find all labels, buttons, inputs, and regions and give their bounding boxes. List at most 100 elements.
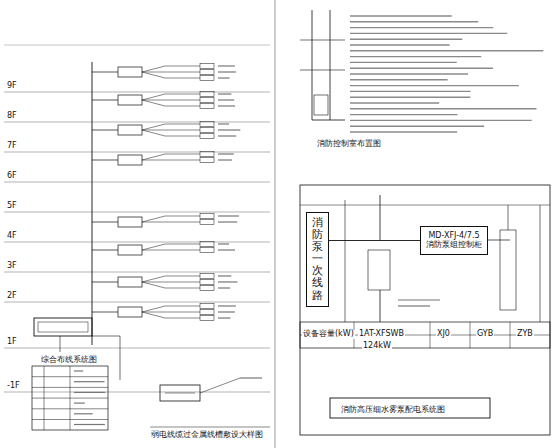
- cad-rect: [200, 128, 214, 133]
- table-cell: 设备容量(kW): [302, 330, 355, 339]
- cad-rect: [200, 286, 214, 291]
- cad-line: [218, 65, 235, 66]
- floor-label: 7F: [6, 142, 18, 151]
- cad-line: [380, 290, 381, 322]
- cad-rect: [118, 155, 142, 165]
- cad-line: [300, 205, 550, 206]
- cad-line: [218, 311, 235, 312]
- floor-label: 9F: [6, 82, 18, 91]
- cad-line: [350, 39, 462, 40]
- drawing-caption: 弱电线缆过金属线槽敷设大样图: [150, 431, 264, 440]
- cad-line: [350, 33, 507, 34]
- cad-line: [92, 336, 120, 337]
- cad-line: [142, 306, 165, 312]
- cad-line: [312, 10, 313, 120]
- floor-label: 6F: [6, 172, 18, 181]
- cad-line: [165, 66, 200, 67]
- cad-line: [60, 336, 61, 352]
- cad-line: [92, 100, 118, 101]
- cad-line: [218, 221, 237, 222]
- floor-label: 4F: [6, 232, 18, 241]
- cad-line: [218, 275, 231, 276]
- cad-line: [218, 215, 239, 216]
- drawing-caption: 综合布线系统图: [40, 356, 98, 365]
- floor-label: 1F: [6, 338, 18, 347]
- cad-line: [142, 100, 165, 101]
- cad-line: [142, 222, 165, 223]
- cad-line: [4, 45, 270, 46]
- cad-rect: [200, 304, 214, 309]
- cad-line: [165, 78, 200, 79]
- floor-label: -1F: [6, 382, 21, 391]
- cad-line: [4, 302, 270, 303]
- cad-line: [92, 282, 118, 283]
- cad-line: [165, 222, 200, 223]
- cad-line: [142, 312, 165, 313]
- cad-line: [218, 105, 235, 106]
- cad-line: [330, 10, 331, 120]
- cad-line: [350, 85, 519, 86]
- cad-line: [200, 378, 240, 393]
- cad-line: [74, 392, 105, 393]
- cad-line: [165, 216, 200, 217]
- cad-line: [275, 0, 276, 448]
- cad-line: [350, 56, 481, 57]
- cad-rect: [118, 217, 142, 227]
- cad-line: [142, 160, 165, 161]
- drawing-caption: 消防控制室布置图: [316, 140, 382, 149]
- cad-rect: [118, 245, 142, 255]
- cad-line: [165, 250, 200, 251]
- cad-line: [165, 130, 200, 131]
- cad-rect: [200, 310, 214, 315]
- cad-line: [218, 135, 236, 136]
- cad-line: [218, 129, 240, 130]
- table-cell: XJ0: [436, 330, 451, 339]
- cad-line: [4, 92, 270, 93]
- feeder-line: [329, 240, 420, 241]
- cad-line: [44, 366, 45, 430]
- floor-label: 8F: [6, 112, 18, 121]
- cad-line: [74, 424, 105, 425]
- cad-rect: [200, 152, 214, 157]
- cad-rect: [200, 76, 214, 81]
- cad-line: [470, 322, 471, 348]
- cad-rect: [118, 67, 142, 77]
- cad-line: [350, 79, 448, 80]
- cad-line: [350, 44, 450, 45]
- cad-rect: [300, 185, 550, 435]
- cad-rect: [200, 92, 214, 97]
- cad-line: [165, 100, 200, 101]
- cad-line: [74, 370, 83, 371]
- cad-rect: [200, 316, 214, 321]
- cad-line: [510, 322, 511, 348]
- cad-line: [540, 205, 541, 322]
- cad-line: [350, 50, 543, 51]
- cad-line: [218, 93, 231, 94]
- cad-line: [165, 106, 200, 107]
- cad-line: [398, 305, 430, 306]
- cad-line: [165, 276, 200, 277]
- table-cell: GYB: [476, 330, 494, 339]
- drawing-caption: 消防高压细水雾泵配电系统图: [340, 406, 446, 415]
- cad-line: [142, 130, 165, 136]
- cad-line: [350, 27, 493, 28]
- cad-line: [142, 130, 165, 131]
- cad-line: [350, 67, 493, 68]
- table-cell: 1AT-XFSWB: [358, 330, 405, 339]
- cad-line: [4, 348, 270, 349]
- cad-line: [74, 413, 93, 414]
- cad-line: [4, 182, 270, 183]
- cad-line: [165, 244, 200, 245]
- floor-label: 3F: [6, 262, 18, 271]
- cad-rect: [200, 104, 214, 109]
- cad-line: [165, 318, 200, 319]
- cad-line: [142, 154, 165, 160]
- cad-rect: [314, 95, 328, 115]
- cad-rect: [200, 274, 214, 279]
- cad-line: [218, 243, 229, 244]
- floor-label: 2F: [6, 292, 18, 301]
- cad-line: [350, 96, 470, 97]
- cad-line: [165, 72, 200, 73]
